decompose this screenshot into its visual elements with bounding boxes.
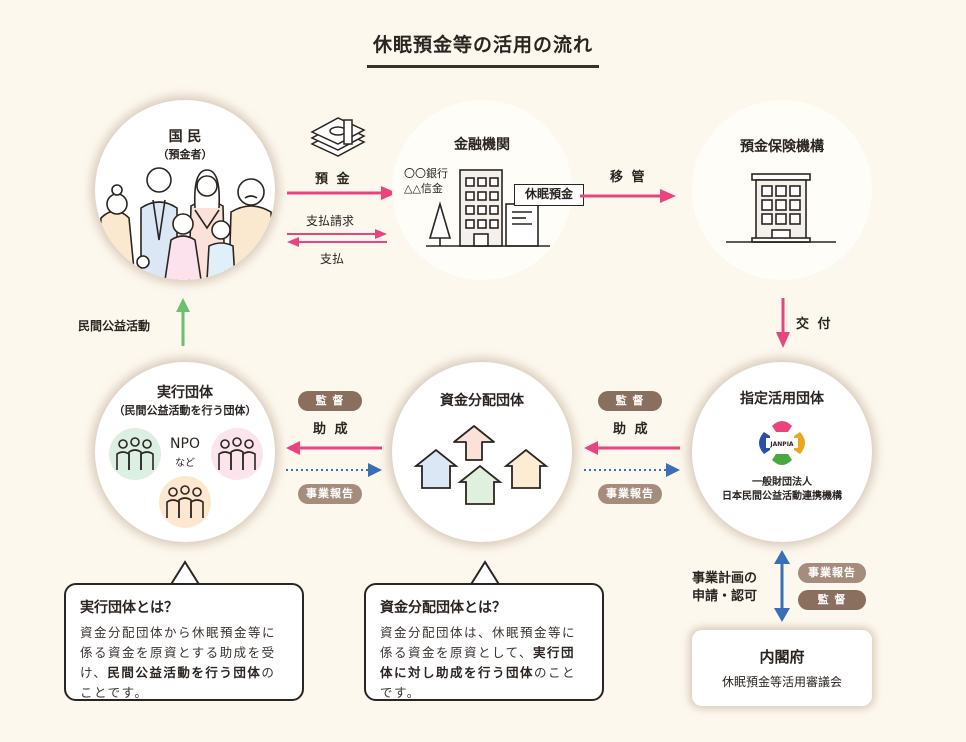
executor-title: 実行団体 — [157, 385, 213, 401]
houses-icon — [413, 425, 549, 505]
cabinet-subtitle: 休眠預金等活用審議会 — [721, 675, 842, 689]
bank-building-icon — [426, 169, 550, 247]
transfer-arrow — [580, 189, 676, 203]
public-activity-label: 民間公益活動 — [78, 319, 151, 333]
distributor-info-text-bold: 実行団体に対し助成を行う団体 — [380, 645, 576, 680]
dormant-deposit-tag: 休眠預金 — [514, 184, 584, 206]
grant-down-arrow — [776, 298, 790, 348]
janpia-logo-icon: JANPIA — [759, 421, 805, 465]
supervision-badge-left: 監 督 — [298, 391, 362, 411]
distributor-info-heading: 資金分配団体とは？ — [380, 600, 506, 616]
executor-info-heading: 実行団体とは？ — [80, 600, 178, 616]
credit-union-name: △△信金 — [404, 182, 443, 195]
executor-info-bubble: 実行団体とは？ 資金分配団体から休眠預金等に係る資金を原資とする助成を受け、民間… — [64, 583, 304, 701]
npo-sub-label: など — [175, 458, 195, 469]
deposit-arrow — [287, 186, 397, 200]
supervision-badge-cabinet: 監 督 — [798, 590, 866, 610]
report-badge-right: 事業報告 — [598, 484, 662, 504]
money-stack-icon — [310, 117, 366, 157]
bank-name: 〇〇銀行 — [404, 167, 448, 180]
plan-label-line1: 事業計画の — [692, 571, 758, 586]
designated-org-type: 一般財団法人 — [752, 477, 812, 488]
subsidy-arrow-left — [286, 441, 382, 455]
public-activity-arrow — [176, 298, 190, 346]
supervision-badge-right: 監 督 — [598, 391, 662, 411]
flow-deposit-label: 預 金 — [315, 172, 352, 187]
node-deposit-insurance: 預金保険機構 — [692, 100, 872, 280]
bubble-pointer-executor — [169, 560, 201, 587]
subsidy-label-left: 助 成 — [313, 422, 350, 437]
report-badge-cabinet: 事業報告 — [798, 563, 866, 583]
page-title: 休眠預金等の活用の流れ — [367, 30, 599, 68]
report-arrow-right — [584, 463, 680, 477]
flow-grant-label: 交 付 — [796, 317, 833, 332]
npo-label: NPO — [170, 436, 200, 452]
bubble-pointer-distributor — [469, 560, 501, 587]
flow-payment-label: 支払 — [320, 252, 345, 266]
node-designated: 指定活用団体 JANPIA 一般財団法人 日本民間公益活動連携機構 — [692, 362, 872, 542]
flow-payment-request-label: 支払請求 — [306, 214, 355, 228]
node-financial: 金融機関 〇〇銀行 △△信金 休眠預金 — [392, 100, 584, 280]
flow-transfer-label: 移 管 — [610, 170, 647, 185]
executor-info-text-bold: 民間公益活動を行う団体 — [107, 665, 262, 680]
node-executor: 実行団体 （民間公益活動を行う団体） NPO など — [95, 362, 275, 542]
executor-info-text-a: 資金分配団体から休眠預金等に係る資金を原資とする助成を受け、 — [80, 625, 277, 680]
office-building-icon — [726, 173, 836, 243]
payment-arrow — [287, 237, 387, 247]
plan-approval-arrow — [774, 550, 790, 622]
subsidy-arrow-right — [584, 441, 680, 455]
family-icon — [96, 167, 275, 280]
distributor-info-text-a: 資金分配団体は、休眠預金等に係る資金を原資として、 — [380, 625, 577, 660]
citizens-title: 国 民 — [168, 129, 202, 145]
payment-request-arrow — [287, 229, 387, 239]
plan-label-line2: 申請・認可 — [692, 589, 758, 604]
cabinet-title: 内閣府 — [759, 648, 805, 666]
distributor-info-bubble: 資金分配団体とは？ 資金分配団体は、休眠預金等に係る資金を原資として、実行団体に… — [364, 583, 604, 701]
report-badge-left: 事業報告 — [298, 484, 362, 504]
financial-title: 金融機関 — [454, 137, 510, 153]
node-citizens: 国 民 （預金者） — [95, 100, 275, 280]
designated-org-name: 日本民間公益活動連携機構 — [722, 491, 842, 502]
report-arrow-left — [286, 463, 382, 477]
executor-subtitle: （民間公益活動を行う団体） — [113, 404, 257, 417]
node-distributor: 資金分配団体 — [392, 362, 572, 542]
citizens-subtitle: （預金者） — [157, 148, 213, 161]
subsidy-label-right: 助 成 — [613, 422, 650, 437]
node-cabinet-office: 内閣府 休眠預金等活用審議会 — [692, 630, 872, 706]
janpia-logo-text: JANPIA — [769, 441, 794, 448]
distributor-info-text-b: のことです。 — [380, 665, 577, 700]
people-group-icons — [116, 437, 256, 518]
distributor-title: 資金分配団体 — [440, 393, 524, 409]
designated-title: 指定活用団体 — [740, 391, 824, 407]
deposit-insurance-title: 預金保険機構 — [740, 139, 824, 155]
executor-info-text-b: のことです。 — [80, 665, 276, 700]
